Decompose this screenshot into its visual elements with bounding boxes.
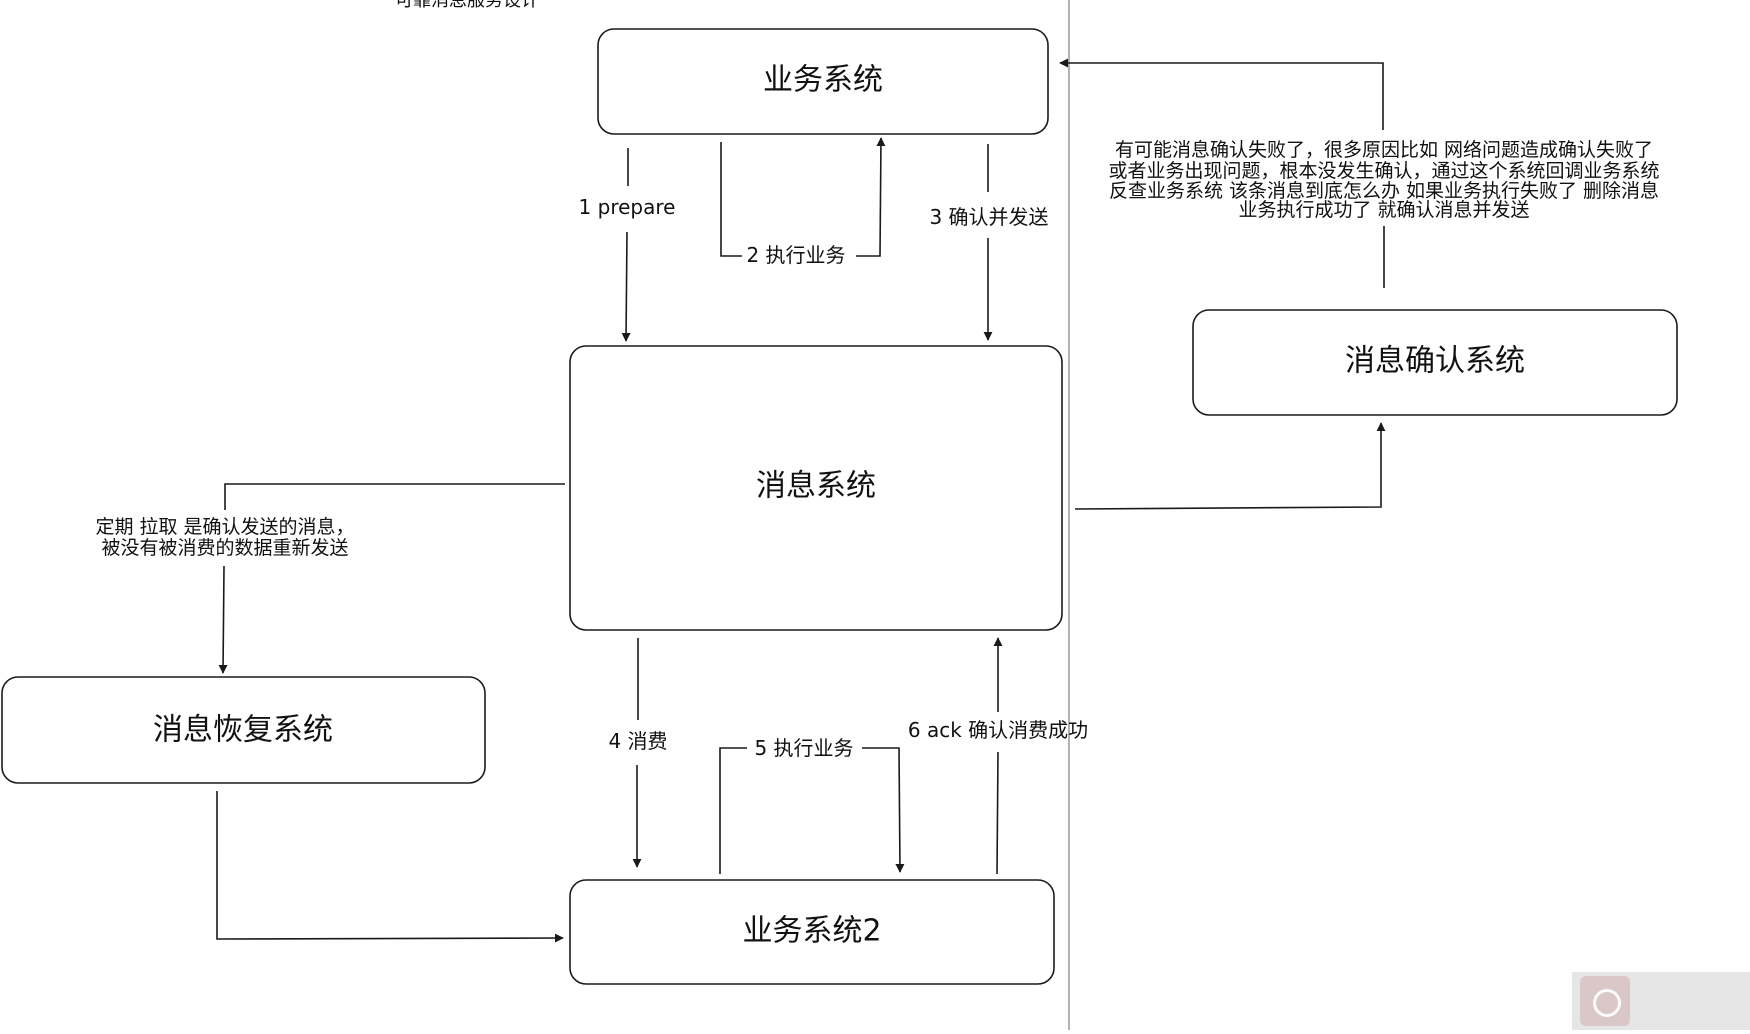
confirm-note-line-1: 有可能消息确认失败了，很多原因比如 网络问题造成确认失败了	[1115, 139, 1653, 161]
edge-recovery-to-business-2	[216, 791, 564, 943]
diagram-title: 可靠消息服务设计	[395, 0, 539, 11]
edge-ack-label: 6 ack 确认消费成功	[908, 718, 1088, 742]
logo-icon	[1580, 976, 1630, 1026]
edge-execute-business-2-label: 5 执行业务	[754, 736, 853, 760]
edge-consume-label: 4 消费	[608, 729, 667, 753]
edge-prepare	[626, 148, 628, 341]
message-confirm-system-label: 消息确认系统	[1345, 344, 1525, 379]
confirm-note-line-3: 反查业务系统 该条消息到底怎么办 如果业务执行失败了 删除消息	[1109, 180, 1659, 202]
edge-to-confirm-system	[1074, 422, 1386, 510]
confirm-note-line-4: 业务执行成功了 就确认消息并发送	[1238, 199, 1529, 221]
edge-execute-business-2	[719, 747, 900, 874]
business-system-label: 业务系统	[763, 63, 883, 98]
edge-prepare-label: 1 prepare	[579, 195, 676, 219]
confirm-note-line-2: 或者业务出现问题，根本没发生确认，通过这个系统回调业务系统	[1108, 160, 1659, 182]
edge-confirm-send-label: 3 确认并发送	[929, 205, 1048, 229]
message-system-box[interactable]	[569, 345, 1063, 631]
business-system-box[interactable]	[597, 28, 1049, 135]
edge-callback-to-business	[1060, 63, 1385, 288]
message-recovery-system-box[interactable]	[1, 676, 486, 784]
recovery-note-line-2: 被没有被消费的数据重新发送	[101, 537, 348, 559]
edge-to-recovery-system	[223, 483, 565, 673]
message-confirm-system-box[interactable]	[1192, 309, 1678, 416]
message-system-label: 消息系统	[756, 469, 876, 504]
business-system-2-label: 业务系统2	[742, 914, 881, 949]
business-system-2-box[interactable]	[569, 879, 1055, 985]
edge-execute-business-label: 2 执行业务	[746, 243, 845, 267]
recovery-note-line-1: 定期 拉取 是确认发送的消息，	[95, 516, 354, 538]
corner-watermark	[1572, 972, 1750, 1030]
edge-execute-business	[720, 138, 881, 257]
message-recovery-system-label: 消息恢复系统	[153, 713, 333, 748]
edge-consume	[637, 638, 638, 867]
edge-ack	[997, 638, 998, 875]
